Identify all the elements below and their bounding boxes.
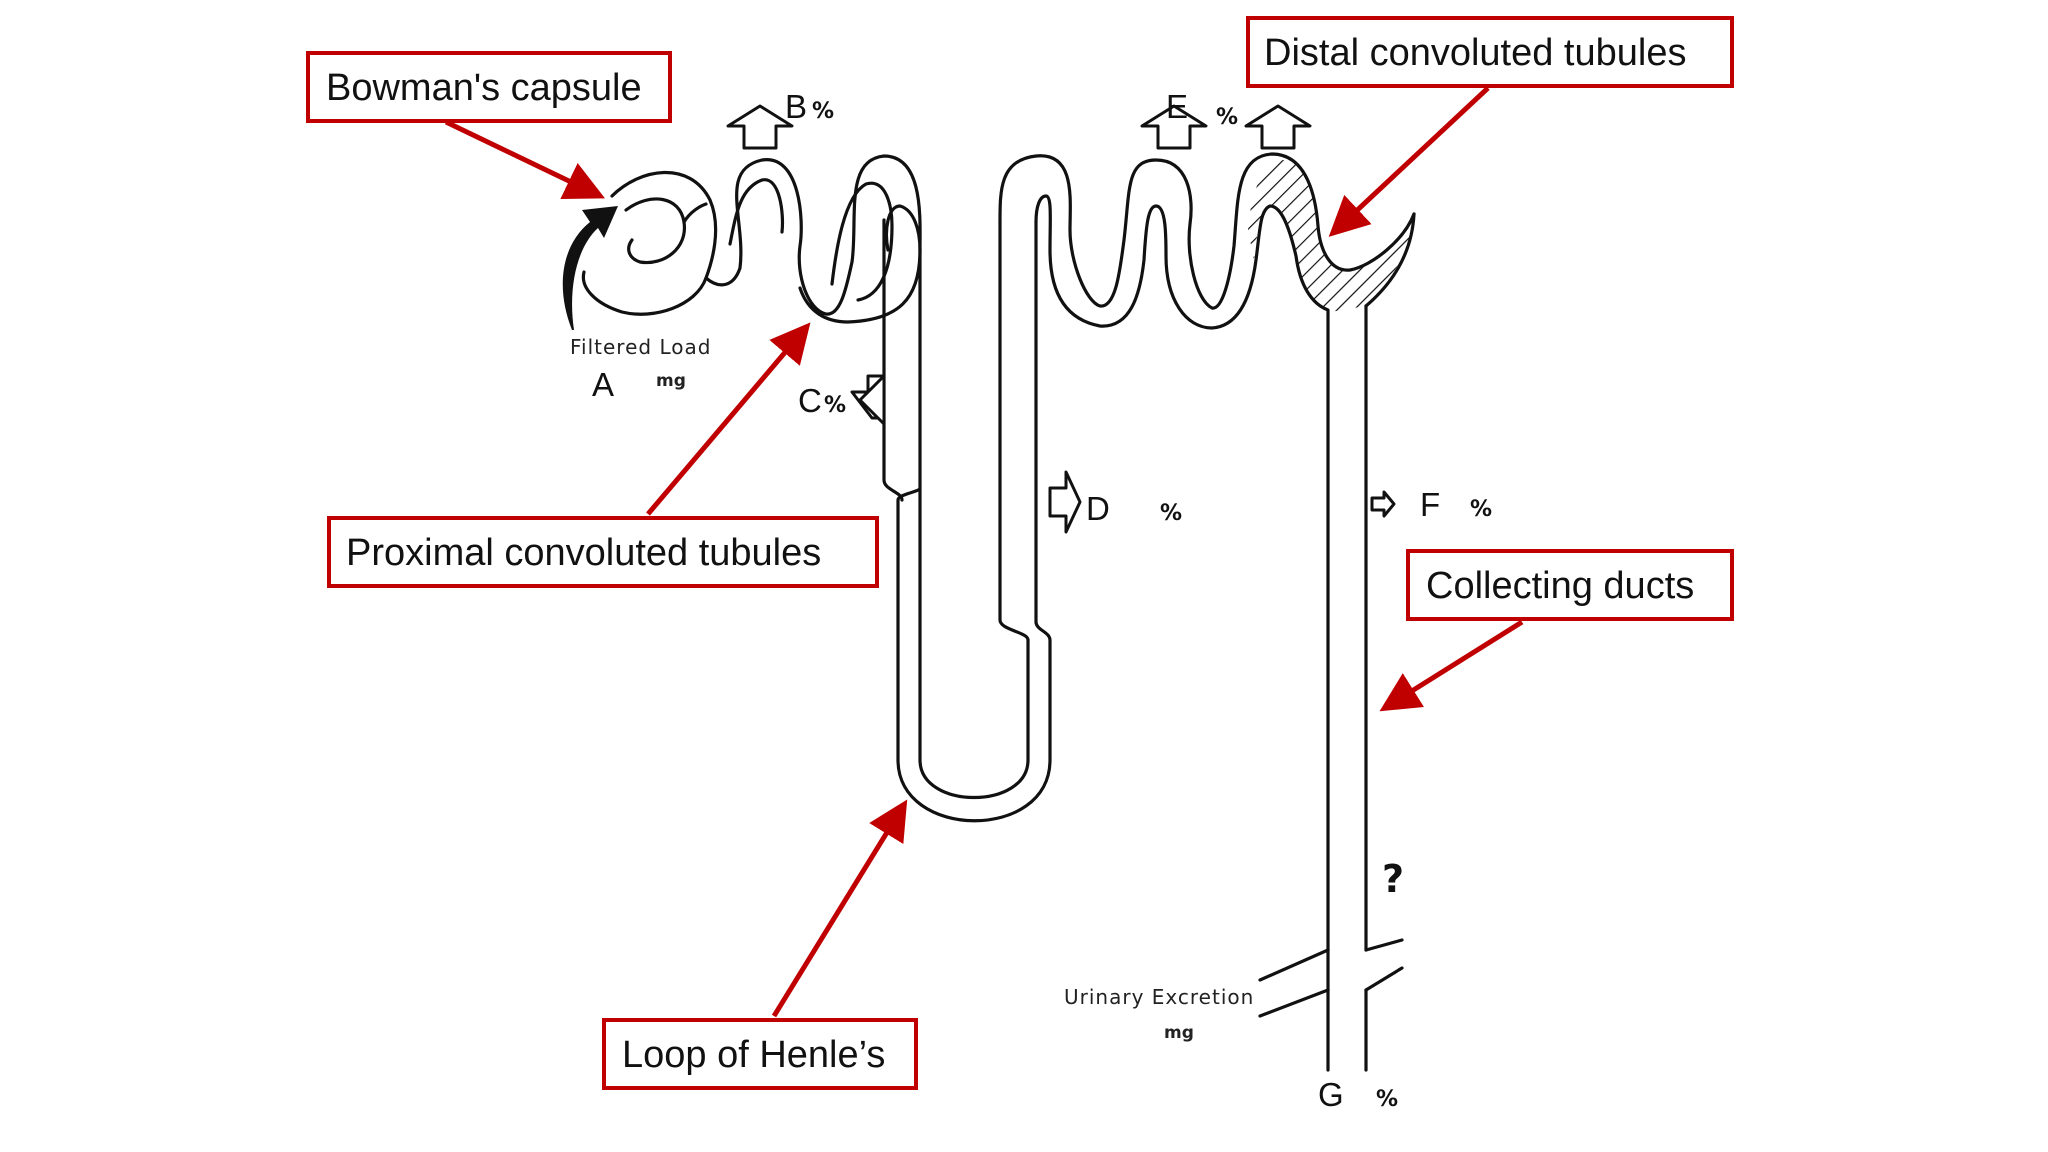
filtered-load-arrow (562, 206, 618, 330)
pointer-loop-of-henle (771, 799, 908, 1018)
loop-of-henle-shape (882, 218, 1052, 823)
urinary-excretion-unit: mg (1164, 1023, 1194, 1043)
bowmans-capsule-shape (581, 170, 718, 316)
callout-distal-tubules: Distal convoluted tubules (1246, 16, 1734, 88)
pointer-collecting-ducts (1379, 619, 1524, 712)
callout-proximal-tubules-text: Proximal convoluted tubules (346, 532, 821, 574)
callout-bowmans-capsule-text: Bowman's capsule (326, 67, 642, 109)
flux-arrow-B (726, 104, 794, 150)
point-A-unit: mg (656, 371, 686, 391)
collecting-duct-shape (1258, 938, 1404, 1072)
point-E-label: E (1166, 88, 1188, 125)
callout-proximal-tubules: Proximal convoluted tubules (327, 516, 879, 588)
urinary-excretion-note: Urinary Excretion (1064, 985, 1254, 1009)
point-F-percent: % (1470, 497, 1492, 522)
pointer-proximal-tubules (646, 322, 811, 516)
point-D-percent: % (1160, 501, 1182, 526)
nephron-tubule (581, 152, 1416, 1072)
callout-collecting-ducts-text: Collecting ducts (1426, 565, 1694, 607)
distal-hatched-segment (1248, 160, 1414, 312)
filtered-load-note: Filtered Load (570, 335, 711, 359)
question-mark: ? (1382, 857, 1404, 901)
flux-arrow-D (1048, 470, 1082, 534)
point-B-percent: % (812, 99, 834, 124)
point-C-label: C (798, 382, 822, 419)
callout-bowmans-capsule: Bowman's capsule (306, 51, 672, 123)
distal-convoluted-tubule-shape (998, 152, 1416, 952)
flux-arrow-E2 (1244, 104, 1312, 150)
point-G-label: G (1318, 1076, 1344, 1113)
pointer-distal-tubules (1328, 86, 1490, 237)
point-C-percent: % (824, 393, 846, 418)
point-B-label: B (785, 88, 807, 125)
point-E-percent: % (1216, 105, 1238, 130)
callout-loop-of-henle-text: Loop of Henle’s (622, 1034, 885, 1076)
point-F-label: F (1420, 486, 1440, 523)
point-A-label: A (592, 366, 614, 403)
callout-collecting-ducts: Collecting ducts (1406, 549, 1734, 621)
flux-arrow-C (850, 374, 886, 426)
pointer-bowmans-capsule (444, 119, 606, 200)
flux-arrow-E (1140, 104, 1208, 150)
callout-distal-tubules-text: Distal convoluted tubules (1264, 32, 1686, 74)
flux-arrow-F (1370, 490, 1396, 518)
callout-loop-of-henle: Loop of Henle’s (602, 1018, 918, 1090)
point-D-label: D (1086, 490, 1110, 527)
proximal-convoluted-tubule-shape (704, 154, 922, 324)
point-G-percent: % (1376, 1087, 1398, 1112)
